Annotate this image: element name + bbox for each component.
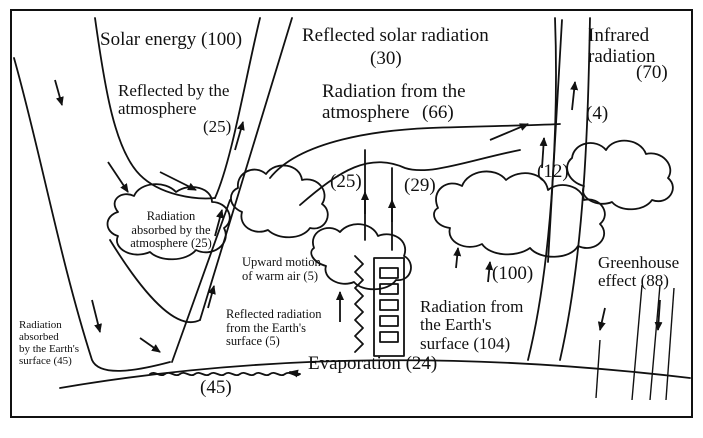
arrow-ir-12: [539, 137, 548, 169]
arrow-solar-3: [159, 171, 197, 191]
gh-line-4: [595, 339, 601, 399]
label-infrared: Infrared radiation: [588, 25, 656, 67]
arrow-solar-1: [54, 79, 64, 106]
arrow-atm-right: [489, 123, 529, 141]
cloud-right: [433, 170, 606, 258]
building-windows: [379, 267, 399, 343]
cloud-center: [310, 223, 412, 291]
label-reflected-atm-value: (25): [203, 117, 232, 136]
solar-band-outer: [13, 57, 171, 372]
arrow-surface-up: [207, 285, 216, 309]
label-evaporation: Evaporation (24): [308, 353, 438, 374]
label-radiation-surface: Radiation from the Earth's surface (104): [420, 297, 524, 353]
label-value-29: (29): [404, 175, 436, 196]
label-reflected-surface: Reflected radiation from the Earth's sur…: [226, 307, 322, 348]
label-greenhouse: Greenhouse effect (88): [598, 253, 680, 291]
arrow-reflect-up: [234, 121, 245, 151]
label-upward-motion: Upward motion of warm air (5): [242, 255, 321, 283]
reflected-surface-line-2: [171, 199, 231, 363]
arrow-100: [485, 261, 494, 283]
label-solar-energy: Solar energy (100): [100, 29, 243, 50]
label-absorbed-surface: Radiation absorbed by the Earth's surfac…: [19, 319, 80, 367]
arrow-reflect-up-2: [214, 209, 224, 237]
label-reflected-atm: Reflected by the atmosphere: [118, 81, 230, 119]
solar-band-inner: [94, 17, 216, 200]
arrow-absorb-1: [91, 299, 102, 333]
earth-surface: [59, 359, 691, 389]
gh-line-1: [631, 284, 643, 401]
cloud-mid: [230, 164, 329, 239]
label-absorbed-atm: Radiation absorbed by the atmosphere (25…: [130, 209, 212, 250]
label-reflected-solar: Reflected solar radiation: [302, 25, 489, 46]
arrow-absorb-2: [139, 337, 161, 353]
label-value-25-mid: (25): [330, 171, 362, 192]
gh-line-3: [665, 287, 675, 401]
reflected-surface-line: [199, 17, 293, 321]
evaporation-wave: [149, 369, 301, 378]
zigzag-warm-air: [354, 255, 364, 353]
reflect-band-left: [214, 17, 261, 199]
label-radiation-atm: Radiation from the atmosphere: [322, 81, 466, 123]
label-radiation-atm-value: (66): [422, 102, 454, 123]
label-value-4: (4): [586, 103, 609, 124]
cloud-far-right: [566, 139, 674, 211]
cloud-left: [106, 183, 231, 261]
label-value-12: (12): [537, 161, 569, 182]
label-value-45-bottom: (45): [200, 377, 232, 398]
diagram-frame: [10, 9, 693, 418]
arrow-gh-1: [597, 307, 606, 331]
arrow-gh-2: [654, 299, 663, 331]
ir-band-right: [559, 17, 591, 361]
arrow-solar-2: [107, 161, 129, 193]
gh-line-2: [649, 284, 661, 401]
arrow-ir-4: [570, 81, 579, 111]
label-value-100: (100): [492, 263, 534, 284]
label-infrared-value: (70): [636, 62, 668, 83]
atm-band-bottom: [299, 149, 521, 206]
arrow-104: [453, 247, 462, 269]
building: [373, 257, 405, 357]
label-reflected-solar-value: (30): [370, 48, 402, 69]
reflect-band-right: [109, 239, 201, 323]
ir-divider: [547, 19, 563, 263]
